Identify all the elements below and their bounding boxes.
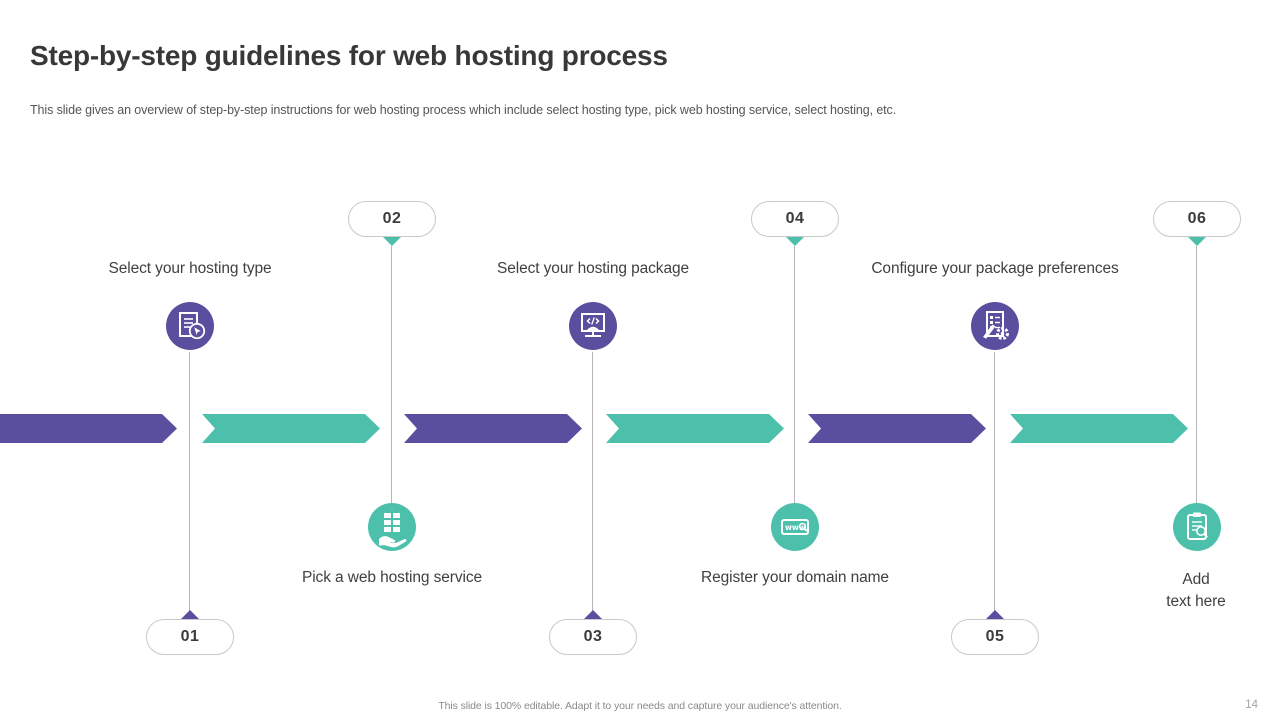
- pill-pointer-icon: [986, 610, 1004, 619]
- clipboard-search-icon: [1173, 503, 1221, 551]
- pill-pointer-icon: [1188, 237, 1206, 246]
- slide-subtitle: This slide gives an overview of step-by-…: [30, 103, 897, 117]
- arrow-segment: [202, 414, 380, 443]
- step-connector-line: [189, 352, 190, 611]
- step-connector-line: [994, 352, 995, 611]
- page-title: Step-by-step guidelines for web hosting …: [30, 40, 668, 71]
- step-number: 04: [785, 210, 805, 227]
- arrow-segment: [0, 414, 177, 443]
- step-label: Add text here: [1166, 571, 1226, 611]
- step-connector-line: [391, 246, 392, 503]
- step-number-pill: 04: [751, 201, 839, 237]
- step-connector-line: [592, 352, 593, 611]
- step-number: 05: [985, 628, 1005, 645]
- document-click-icon: [166, 302, 214, 350]
- pill-pointer-icon: [383, 237, 401, 246]
- step-number-pill: 05: [951, 619, 1039, 655]
- step-number-pill: 02: [348, 201, 436, 237]
- step-label: Configure your package preferences: [871, 260, 1119, 277]
- step-number: 03: [583, 628, 603, 645]
- arrow-segment: [404, 414, 582, 443]
- arrow-segment: [606, 414, 784, 443]
- pill-pointer-icon: [584, 610, 602, 619]
- pill-pointer-icon: [181, 610, 199, 619]
- step-number: 06: [1187, 210, 1207, 227]
- step-label: Select your hosting type: [108, 260, 272, 277]
- checklist-gear-icon: [971, 302, 1019, 350]
- step-connector-line: [794, 246, 795, 503]
- arrow-segment: [1010, 414, 1188, 443]
- step-number: 02: [382, 210, 402, 227]
- step-number-pill: 01: [146, 619, 234, 655]
- domain-search-icon: www: [771, 503, 819, 551]
- hand-server-icon: [368, 503, 416, 551]
- step-number: 01: [180, 628, 200, 645]
- page-number: 14: [1245, 699, 1258, 711]
- footer-note: This slide is 100% editable. Adapt it to…: [438, 700, 842, 712]
- step-label: Select your hosting package: [496, 260, 690, 277]
- arrow-segment: [808, 414, 986, 443]
- step-label: Register your domain name: [701, 569, 889, 586]
- step-number-pill: 03: [549, 619, 637, 655]
- svg-text:www: www: [785, 523, 806, 532]
- pill-pointer-icon: [786, 237, 804, 246]
- step-label: Pick a web hosting service: [301, 569, 483, 586]
- step-connector-line: [1196, 246, 1197, 503]
- monitor-code-icon: [569, 302, 617, 350]
- step-number-pill: 06: [1153, 201, 1241, 237]
